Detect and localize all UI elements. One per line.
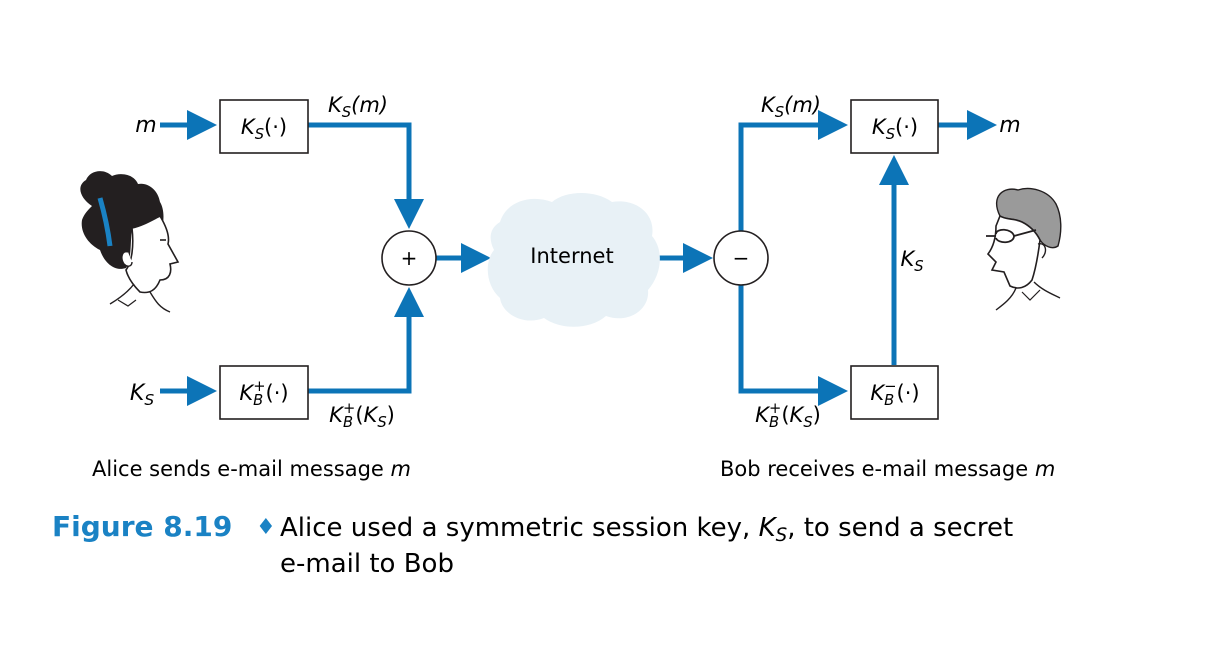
pubkey-box-label: KB+(·)	[239, 378, 288, 409]
internet-label: Internet	[530, 244, 613, 268]
privkey-box	[850, 365, 939, 420]
bob-description: Bob receives e-mail message m	[720, 457, 1055, 481]
internet-cloud	[487, 193, 660, 327]
decrypt-box	[850, 99, 939, 154]
encrypt-output-label: KS(m)	[328, 93, 388, 121]
caption-bullet: ♦	[256, 515, 276, 540]
combine-node	[381, 230, 437, 286]
encrypt-box	[219, 99, 309, 154]
decrypt-input-label: KS(m)	[761, 93, 821, 121]
decrypt-box-label: KS(·)	[872, 115, 918, 143]
privkey-input-label: KB+(KS)	[755, 400, 821, 431]
input-message-label: m	[135, 113, 156, 138]
arrow-encrypt-to-combine	[308, 122, 424, 230]
arrow-pubkey-to-combine	[308, 286, 424, 394]
arrow-split-to-privkey	[738, 285, 849, 406]
combine-symbol: +	[401, 246, 418, 270]
alice-icon	[80, 171, 180, 313]
sender-arrows	[160, 110, 492, 406]
pubkey-box	[219, 365, 309, 420]
pubkey-output-label: KB+(KS)	[329, 400, 395, 431]
key-label: KS	[900, 247, 923, 275]
caption-line-2: e-mail to Bob	[280, 549, 454, 579]
output-message-label: m	[999, 113, 1020, 138]
split-node	[713, 230, 769, 286]
figure-title: Figure 8.19	[52, 510, 232, 543]
input-key-label: KS	[130, 381, 154, 409]
arrow-split-to-decrypt	[738, 110, 849, 231]
privkey-box-label: KB−(·)	[870, 378, 919, 409]
bob-icon	[986, 187, 1062, 311]
receiver-arrows	[656, 110, 998, 406]
encrypt-box-label: KS(·)	[241, 115, 287, 143]
caption-line-1: Alice used a symmetric session key, KS, …	[280, 513, 1013, 546]
alice-description: Alice sends e-mail message m	[92, 457, 411, 481]
split-symbol: −	[733, 246, 750, 270]
